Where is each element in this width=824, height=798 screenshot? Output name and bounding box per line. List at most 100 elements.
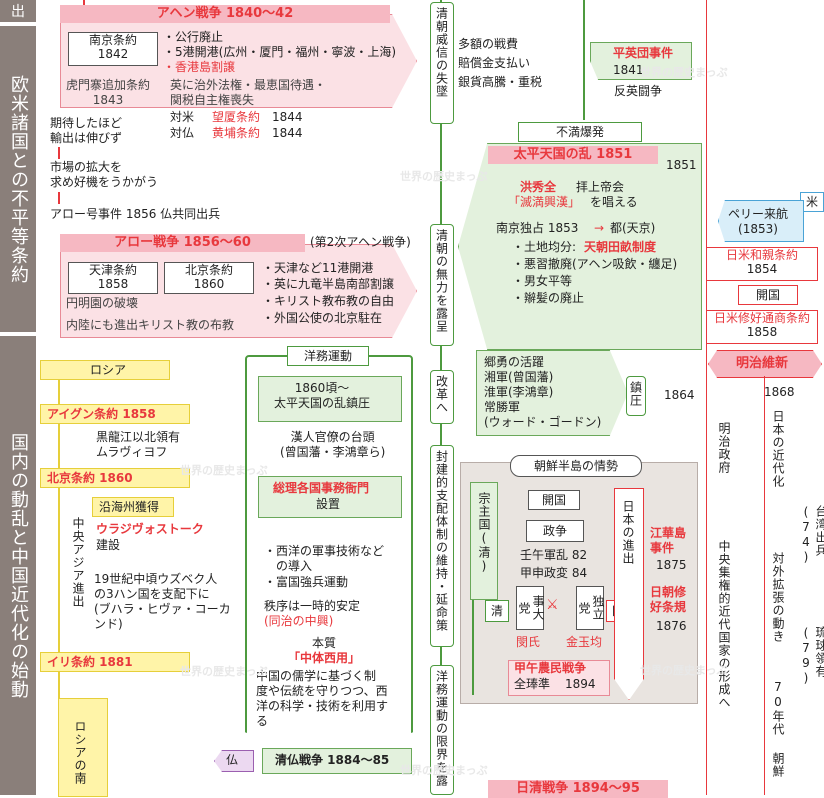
sidebar-top: 出 [0,0,36,22]
russia-south-box [58,698,108,797]
essence: 本質 [312,636,337,650]
japan-korea-treaty: 日朝修 好条規 [650,585,687,614]
sino-japanese-war: 日清戦争 1894～95 [488,780,668,798]
donghak-year: 1894 [565,677,596,691]
aigun-treaty: アイグン条約 1858 [40,404,190,424]
arrow-term-3: ・キリスト教布教の自由 [262,294,395,308]
us-label: 対米 [170,110,195,124]
policy-1: ・土地均分: [512,240,577,254]
perry-box [718,200,804,242]
humen-terms: 英に治外法権・最恵国待遇・ 関税自主権喪失 [170,78,327,107]
yangwu-period: 1860頃～ 太平天国の乱鎮圧 [274,381,371,410]
korea-open: 開国 [528,490,580,510]
korea-strife: 政争 [526,520,584,542]
slogan: 「滅満興漢」 [508,195,581,209]
taiwan-expedition: 台湾出兵 (74) [799,505,824,565]
suzerain-qing: 宗主国(清) [477,492,491,574]
treaty-year: 1876 [656,619,687,633]
zongli-established: 設置 [316,497,341,511]
reform-column: 改革へ [430,370,454,424]
militia-3: 淮軍(李鴻章) [484,385,554,399]
korea-header: 朝鮮半島の情勢 [510,455,642,477]
qing-prestige-column: 清朝威信の失墜 [430,2,454,124]
japan-advance: 日本の進出 [621,500,635,565]
indep-party: 独立党 [576,586,605,630]
militia-5: (ウォード・ゴードン) [484,415,602,429]
militia-1: 郷勇の活躍 [484,355,545,369]
yangwu-period-box [258,376,402,422]
red-line [764,376,765,795]
watermark: 世界の歴史まっぷ [640,66,728,79]
meiji-box [708,350,822,378]
yellow-line [58,372,60,795]
arrow-term-1: ・天津など11港開港 [262,261,374,275]
ryukyu-annexation: 琉球領有 (79) [799,626,824,686]
pingying-box [590,42,692,80]
red-line [706,0,707,795]
watermark: 世界の歴史まっぷ [400,764,488,777]
second-opium-war: (第2次アヘン戦争) [310,235,411,249]
prestige-item-3: 銀貨高騰・重税 [458,75,543,89]
tianjin-treaty-box: 天津条約 1858 [68,262,158,294]
japan-open: 開国 [738,285,798,305]
wangxia-year: 1844 [272,110,303,124]
sadae-party: 事大党 [516,586,545,630]
temporary-stability: 秩序は一時的安定 [264,599,361,613]
land-system: 天朝田畝制度 [584,240,657,254]
renwu-mutiny: 壬午軍乱 82 [520,548,588,562]
france-tag-box [214,750,254,772]
france-tag: 仏 [226,753,239,767]
tongzhi-restoration: (同治の中興) [264,614,334,628]
slogan-rest: を唱える [590,195,638,209]
prestige-item-1: 多額の戦費 [458,37,519,51]
seventies: 70年代 [771,680,785,736]
militia-4: 常勝軍 [484,400,521,414]
inland-mission: 内陸にも進出キリスト教の布教 [66,318,235,332]
zongli-box [258,476,402,518]
sino-french-war: 清仏戦争 1884～85 [275,753,390,767]
discontent-label: 不満爆発 [518,122,642,142]
market-note: 市場の拡大を 求め好機をうかがう [50,160,159,189]
meiji-restoration: 明治維新 [736,356,789,371]
opium-war-header: アヘン戦争 1840～42 [60,5,390,23]
fr-label: 対仏 [170,126,195,140]
korea-vertical: 朝鮮 [771,752,785,778]
humen-treaty: 虎門寨追加条約 1843 [66,78,151,107]
ganghwa-incident: 江華島 事件 [650,526,687,555]
vladivostok-build: 建設 [96,538,121,552]
beijing-treaty-russia: 北京条約 1860 [40,468,190,488]
centralized-state: 中央集権的近代国家の形成へ [717,540,731,709]
ili-treaty: イリ条約 1881 [40,652,190,672]
policy-2: ・悪習撤廃(アヘン吸飲・纏足) [512,257,678,271]
nanjing-treaty-box: 南京条約 1842 [68,32,158,66]
pingying-title: 平英団事件 [613,46,674,60]
vladivostok: ウラジヴォストーク [96,522,204,536]
arrow-incident: アロー号事件 1856 仏共同出兵 [50,207,221,221]
red-arrow [58,192,60,204]
yangwu-header: 洋務運動 [287,346,369,366]
wangxia-treaty: 望厦条約 [212,110,261,124]
yuanming-destruction: 円明園の破壊 [66,296,139,310]
watermark: 世界の歴史まっぷ [180,665,268,678]
hong-xiuquan: 洪秀全 [520,180,557,194]
limit-column: 洋務運動の限界を露 [430,665,454,795]
western-tech: ・西洋の軍事技術など の導入 [264,544,385,573]
policy-4: ・辮髪の廃止 [512,291,585,305]
feudal-column: 封建的支配体制の維持・延命策 [430,445,454,647]
japan-modernization: 日本の近代化 [771,410,785,488]
nanjing-term-3: ・香港島割譲 [163,60,236,74]
central-asia: 中央アジア進出 [71,517,85,608]
perry-visit: ペリー来航 (1853) [728,207,789,236]
qing-tag: 清 [485,600,509,622]
uzbek-note: 19世紀中頃ウズベク人 の3ハン国を支配下に (ブハラ・ヒヴァ・コーカ ンド) [94,572,231,631]
beijing-treaty-box: 北京条約 1860 [164,262,254,294]
red-arrow [58,147,60,159]
sino-french-box [262,748,412,774]
self-strengthening: ・富国強兵運動 [264,575,349,589]
ganghwa-year: 1875 [656,558,687,572]
meiji-year: 1868 [764,385,795,399]
arrow-war-header: アロー戦争 1856～60 [60,234,305,252]
suzerain-column [470,482,498,600]
jeon-bongjun: 全琫準 [514,677,551,691]
